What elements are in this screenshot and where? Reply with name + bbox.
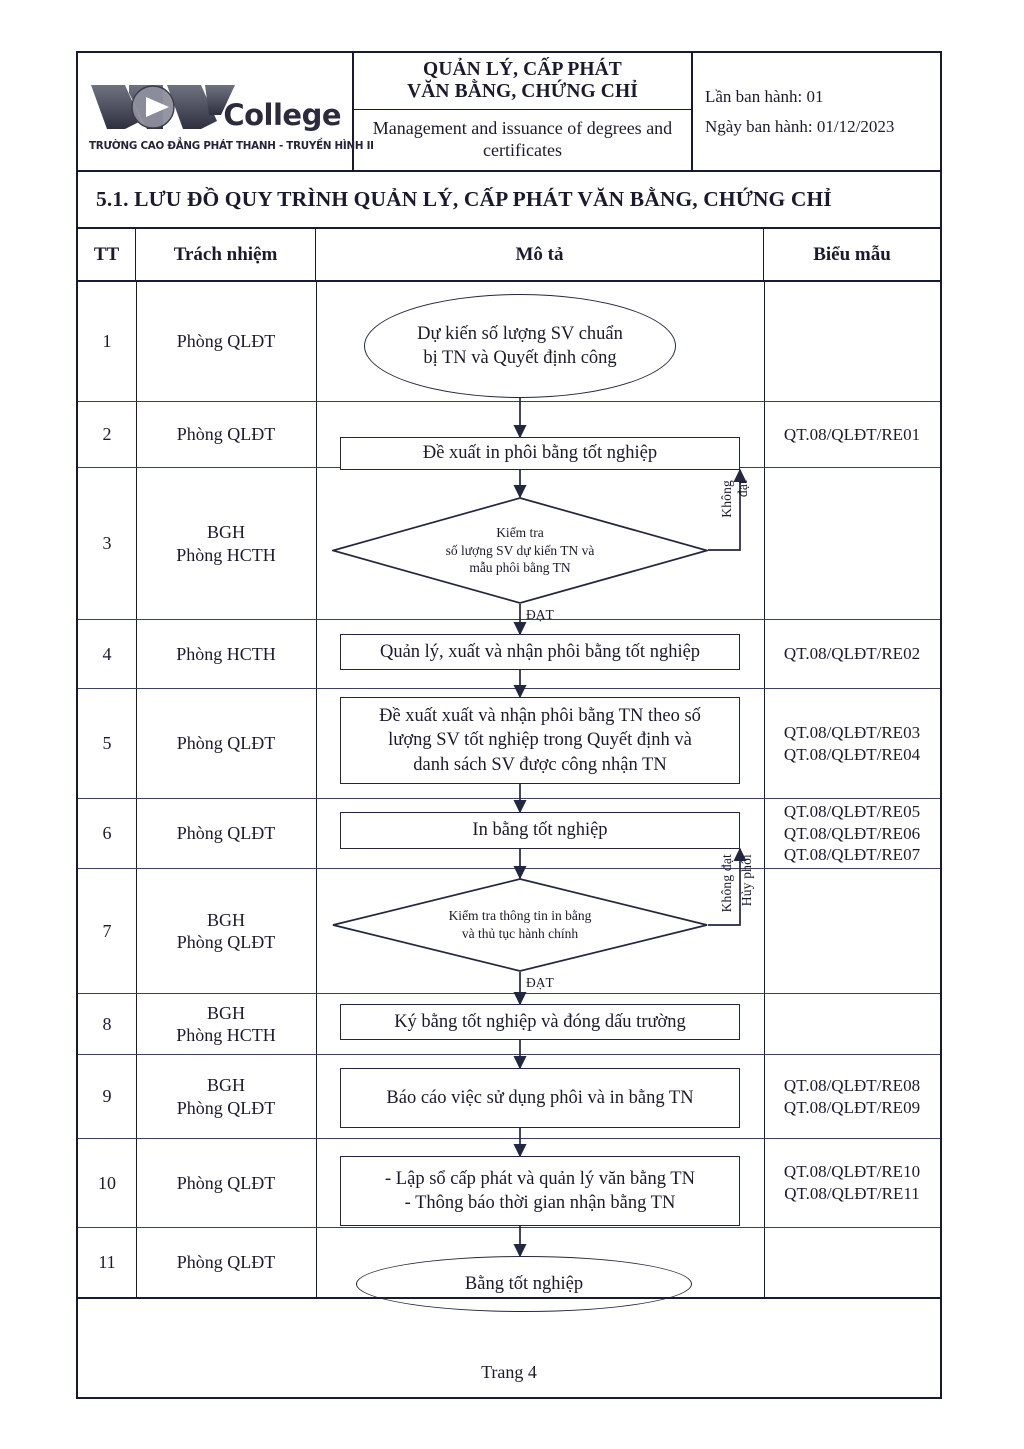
section-title: 5.1. LƯU ĐỒ QUY TRÌNH QUẢN LÝ, CẤP PHÁT …: [96, 187, 832, 211]
school-logo-cell: College TRƯỜNG CAO ĐẲNG PHÁT THANH - TRU…: [78, 53, 374, 170]
row-responsibility: BGH Phòng QLĐT: [176, 1075, 276, 1118]
edge-label-dat-2: ĐẠT: [526, 975, 554, 990]
row-form: [764, 1228, 940, 1297]
edge-label-khong-dat-1-line1: Không: [719, 480, 734, 518]
table-header-row: TT Trách nhiệm Mô tả Biểu mẫu: [78, 229, 940, 282]
table-row: 3 BGH Phòng HCTH: [78, 468, 940, 620]
page-number: Trang 4: [481, 1362, 537, 1382]
edge-label-dat-1: ĐẠT: [526, 607, 554, 622]
row-number: 1: [102, 331, 112, 351]
logo-college-text: College: [223, 98, 341, 132]
row-responsibility: Phòng QLĐT: [176, 1252, 276, 1273]
document-title-en: Management and issuance of degrees and c…: [372, 118, 673, 160]
flow-node-sign-and-seal[interactable]: Ký bằng tốt nghiệp và đóng dấu trường: [340, 1004, 740, 1040]
row-form: QT.08/QLĐT/RE10 QT.08/QLĐT/RE11: [783, 1162, 921, 1203]
column-header-form: Biểu mẫu: [813, 243, 891, 265]
row-responsibility: Phòng QLĐT: [176, 424, 276, 445]
row-number: 9: [102, 1086, 112, 1106]
table-row: 9 BGH Phòng QLĐT QT.08/QLĐT/RE08 QT.08/Q…: [78, 1055, 940, 1139]
row-responsibility: Phòng QLĐT: [176, 331, 276, 352]
row-responsibility: Phòng QLĐT: [176, 1172, 276, 1193]
table-row: 8 BGH Phòng HCTH: [78, 994, 940, 1055]
flowchart: Dự kiến số lượng SV chuẩn bị TN và Quyết…: [316, 282, 764, 1312]
document-footer: Trang 4: [78, 1297, 940, 1397]
row-form: QT.08/QLĐT/RE05 QT.08/QLĐT/RE06 QT.08/QL…: [783, 801, 921, 865]
document-title-cell: QUẢN LÝ, CẤP PHÁT VĂN BẰNG, CHỨNG CHỈ Ma…: [354, 53, 693, 170]
row-form: [764, 468, 940, 619]
row-number: 10: [98, 1172, 116, 1193]
row-number: 3: [102, 533, 112, 553]
column-divider-1: [136, 282, 137, 1297]
flow-node-decision-info-check[interactable]: Kiểm tra thông tin in bằng và thủ tục hà…: [332, 878, 708, 972]
row-number: 7: [102, 920, 112, 941]
column-divider-3: [764, 282, 765, 1297]
logo: College TRƯỜNG CAO ĐẲNG PHÁT THANH - TRU…: [89, 75, 374, 152]
column-divider-2: [316, 282, 317, 1297]
document-page: College TRƯỜNG CAO ĐẲNG PHÁT THANH - TRU…: [76, 51, 942, 1399]
section-title-row: 5.1. LƯU ĐỒ QUY TRÌNH QUẢN LÝ, CẤP PHÁT …: [78, 172, 940, 229]
vov-wordmark-icon: [89, 81, 235, 133]
row-form: QT.08/QLĐT/RE08 QT.08/QLĐT/RE09: [783, 1075, 921, 1117]
row-form: QT.08/QLĐT/RE02: [783, 644, 921, 664]
row-number: 8: [102, 1013, 112, 1034]
table-row: 1 Phòng QLĐT: [78, 282, 940, 402]
issue-date: Ngày ban hành: 01/12/2023: [705, 116, 895, 136]
row-responsibility: Phòng QLĐT: [176, 733, 276, 754]
flow-connectors: [513, 398, 747, 1258]
row-form: QT.08/QLĐT/RE03 QT.08/QLĐT/RE04: [783, 722, 921, 764]
row-responsibility: BGH Phòng HCTH: [176, 1002, 276, 1046]
column-header-responsibility: Trách nhiệm: [136, 229, 316, 280]
flow-node-end[interactable]: Bằng tốt nghiệp: [356, 1256, 692, 1312]
flow-node-start[interactable]: Dự kiến số lượng SV chuẩn bị TN và Quyết…: [364, 294, 676, 398]
row-form: QT.08/QLĐT/RE01: [783, 424, 921, 444]
flow-node-decision-quantity-check[interactable]: Kiểm tra số lượng SV dự kiến TN và mẫu p…: [332, 497, 708, 604]
row-responsibility: BGH Phòng HCTH: [176, 522, 276, 565]
row-number: 6: [102, 823, 112, 843]
table-row: 4 Phòng HCTH QT.08/QLĐT/RE02: [78, 620, 940, 689]
row-number: 5: [102, 733, 112, 753]
column-header-description: Mô tả: [316, 229, 764, 280]
flow-node-register-and-notify[interactable]: - Lập sổ cấp phát và quản lý văn bằng TN…: [340, 1156, 740, 1226]
flow-node-manage-blank-forms[interactable]: Quản lý, xuất và nhận phôi bằng tốt nghi…: [340, 634, 740, 670]
edge-label-huy-phoi: Hủy phôi: [739, 854, 754, 907]
document-header: College TRƯỜNG CAO ĐẲNG PHÁT THANH - TRU…: [78, 53, 940, 172]
flow-node-label: Kiểm tra thông tin in bằng và thủ tục hà…: [448, 908, 592, 941]
table-row: 6 Phòng QLĐT QT.08/QLĐT/RE05 QT.08/QLĐT/…: [78, 799, 940, 869]
document-title-vi: QUẢN LÝ, CẤP PHÁT VĂN BẰNG, CHỨNG CHỈ: [354, 53, 691, 110]
row-responsibility: Phòng QLĐT: [176, 823, 276, 844]
table-row: 11 Phòng QLĐT: [78, 1228, 940, 1297]
row-form: [764, 282, 940, 401]
row-responsibility: Phòng HCTH: [176, 643, 276, 664]
logo-subtitle: TRƯỜNG CAO ĐẲNG PHÁT THANH - TRUYỀN HÌNH…: [89, 140, 374, 152]
document-title-vi-line1: QUẢN LÝ, CẤP PHÁT: [423, 59, 622, 81]
document-title-vi-line2: VĂN BẰNG, CHỨNG CHỈ: [407, 81, 638, 102]
flow-node-print-diploma[interactable]: In bằng tốt nghiệp: [340, 812, 740, 849]
column-header-tt: TT: [78, 229, 136, 280]
flow-node-propose-issue-receive[interactable]: Đề xuất xuất và nhận phôi bằng TN theo s…: [340, 697, 740, 784]
edge-label-khong-dat-1-line2: đạt: [735, 480, 750, 498]
issue-number: Lần ban hành: 01: [705, 86, 824, 106]
flow-node-report-usage[interactable]: Báo cáo việc sử dụng phôi và in bằng TN: [340, 1068, 740, 1128]
row-form: [764, 869, 940, 993]
row-form: [764, 994, 940, 1054]
process-table: TT Trách nhiệm Mô tả Biểu mẫu 1 Phòng QL…: [78, 229, 940, 1312]
edge-label-khong-dat-2: Không đạt: [719, 854, 734, 913]
table-row: 7 BGH Phòng QLĐT: [78, 869, 940, 994]
row-number: 4: [102, 643, 112, 664]
table-row: 5 Phòng QLĐT QT.08/QLĐT/RE03 QT.08/QLĐT/…: [78, 689, 940, 799]
flow-node-propose-print[interactable]: Đề xuất in phôi bằng tốt nghiệp: [340, 437, 740, 470]
row-responsibility: BGH Phòng QLĐT: [176, 909, 276, 953]
row-number: 11: [98, 1252, 116, 1272]
document-meta-cell: Lần ban hành: 01 Ngày ban hành: 01/12/20…: [693, 53, 940, 170]
flow-node-label: Kiểm tra số lượng SV dự kiến TN và mẫu p…: [445, 525, 595, 576]
table-row: 10 Phòng QLĐT QT.08/QLĐT/RE10 QT.08/QLĐT…: [78, 1139, 940, 1228]
row-number: 2: [102, 424, 112, 444]
